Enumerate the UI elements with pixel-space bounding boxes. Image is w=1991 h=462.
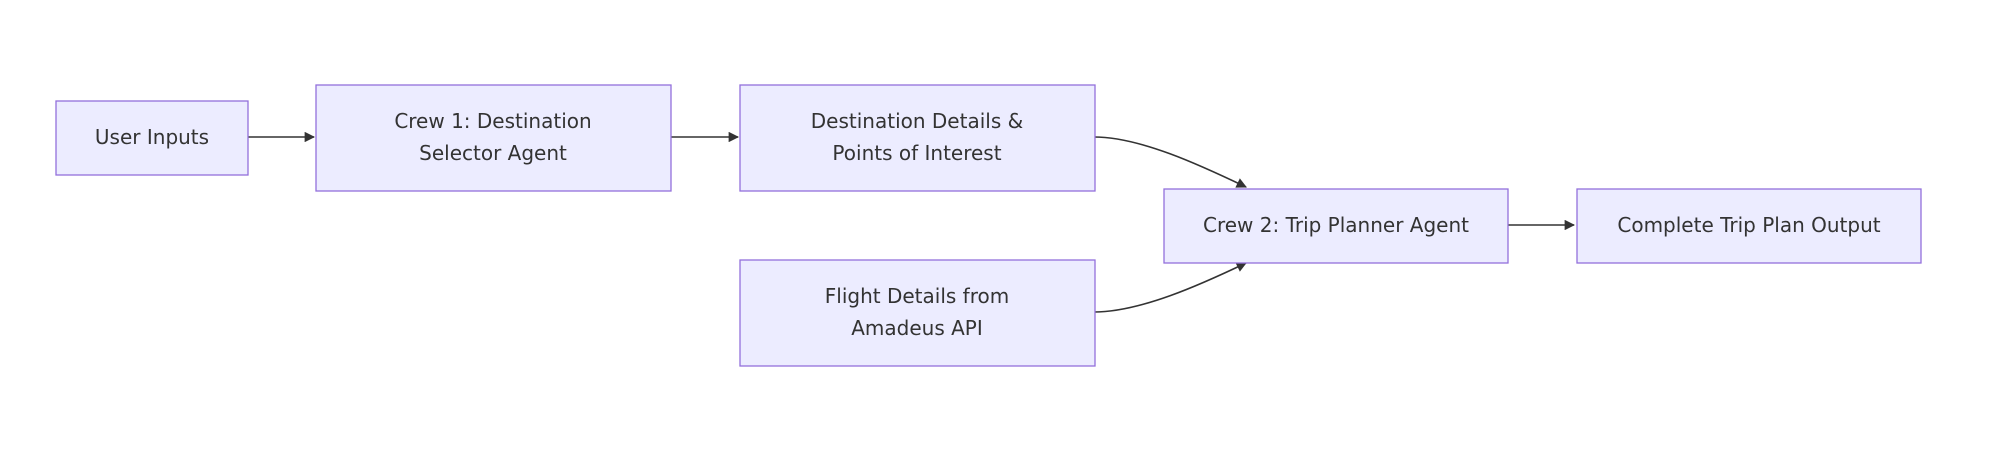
node-destination-details: Destination Details & Points of Interest	[739, 84, 1096, 192]
node-output-box	[1576, 188, 1922, 264]
edges	[248, 131, 1576, 313]
node-user-inputs-label: User Inputs	[95, 125, 209, 149]
node-output-label: Complete Trip Plan Output	[1617, 213, 1880, 237]
node-user-inputs-box	[55, 100, 249, 176]
node-destination-details-label-line2: Points of Interest	[832, 141, 1001, 165]
node-flight-details-label-line1: Flight Details from	[825, 284, 1009, 308]
node-complete-trip-plan-output: Complete Trip Plan Output	[1576, 188, 1922, 264]
node-crew2-trip-planner: Crew 2: Trip Planner Agent	[1163, 188, 1509, 264]
node-flight-details-label-line2: Amadeus API	[851, 316, 983, 340]
node-crew1-destination-selector: Crew 1: Destination Selector Agent	[315, 84, 672, 192]
node-crew1-label-line2: Selector Agent	[419, 141, 567, 165]
node-destination-details-label-line1: Destination Details &	[811, 109, 1023, 133]
node-crew2-label: Crew 2: Trip Planner Agent	[1203, 213, 1469, 237]
node-crew1-label-line1: Crew 1: Destination	[394, 109, 591, 133]
node-flight-details-box	[739, 259, 1096, 367]
edge-flight-details-to-crew2	[1093, 262, 1247, 313]
edge-destination-details-to-crew2	[1093, 136, 1247, 188]
node-user-inputs: User Inputs	[55, 100, 249, 176]
node-crew1-box	[315, 84, 672, 192]
node-destination-details-box	[739, 84, 1096, 192]
node-flight-details: Flight Details from Amadeus API	[739, 259, 1096, 367]
node-crew2-box	[1163, 188, 1509, 264]
